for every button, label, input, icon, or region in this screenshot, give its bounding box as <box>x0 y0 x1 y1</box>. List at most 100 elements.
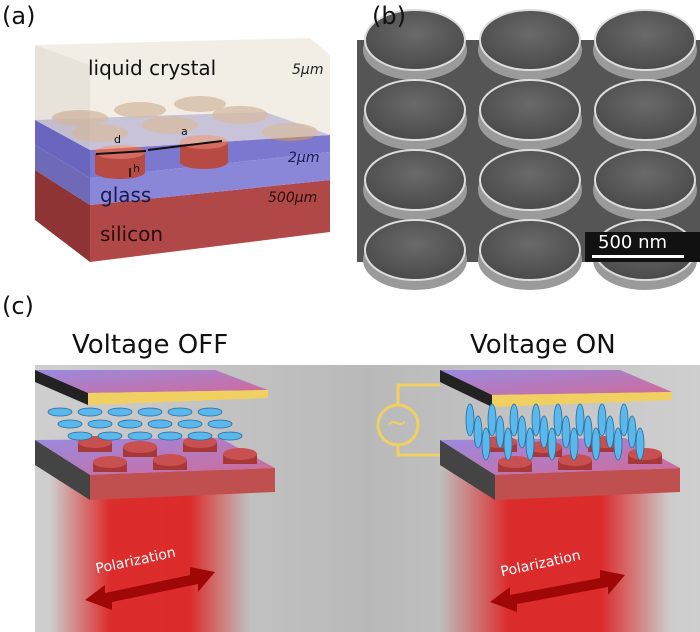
sem-pillar <box>363 79 467 150</box>
lc-molecule <box>627 415 637 449</box>
dim-a-label: a <box>181 125 188 138</box>
lc-side <box>35 45 90 150</box>
nanopillar <box>153 454 187 470</box>
lc-molecule <box>495 415 505 449</box>
sem-pillar <box>593 79 697 150</box>
panel-b-label: (b) <box>372 2 406 30</box>
lc-molecule <box>561 415 571 449</box>
sem-pillar <box>593 9 697 80</box>
nanopillar <box>223 448 257 464</box>
nanopillar <box>93 456 127 472</box>
lc-molecule <box>137 407 163 417</box>
lc-molecule <box>57 419 83 429</box>
lc-molecule <box>147 419 173 429</box>
sem-pillar <box>593 149 697 220</box>
lc-molecule <box>465 403 475 437</box>
silicon-label: silicon <box>100 222 163 246</box>
sem-pillar <box>478 9 582 80</box>
dim-d-label: d <box>114 133 121 146</box>
sem-pillar <box>363 9 467 80</box>
dim-h-label: h <box>133 162 140 175</box>
lc-top <box>35 38 330 65</box>
silicon-front <box>90 180 330 262</box>
lc-molecule <box>187 431 213 441</box>
lc-molecule <box>619 403 629 437</box>
sem-pillar <box>363 149 467 220</box>
lc-molecule <box>217 431 243 441</box>
sem-pillar <box>478 219 582 290</box>
lc-molecule <box>569 427 579 461</box>
sem-pillar <box>363 219 467 290</box>
lc-molecule <box>575 403 585 437</box>
lc-molecule <box>531 403 541 437</box>
dim-a-arrow <box>147 140 223 151</box>
lc-molecule <box>591 427 601 461</box>
lc-thickness: 5μm <box>292 62 324 78</box>
lc-molecule <box>177 419 203 429</box>
panel-c-label: (c) <box>2 292 34 320</box>
lc-molecule <box>127 431 153 441</box>
lc-molecule <box>481 427 491 461</box>
lc-molecule <box>107 407 133 417</box>
lc-molecule <box>613 427 623 461</box>
lc-molecule <box>67 431 93 441</box>
lc-molecule <box>509 403 519 437</box>
wire <box>396 383 440 457</box>
lc-label: liquid crystal <box>88 56 217 80</box>
lc-molecule <box>597 403 607 437</box>
thin-layer-side <box>35 120 90 178</box>
top-plate-on <box>440 370 672 395</box>
glass-label: glass <box>100 183 152 207</box>
lc-molecules-off <box>47 407 257 472</box>
lc-molecule <box>207 419 233 429</box>
glass-side <box>35 145 90 205</box>
lc-molecule <box>87 419 113 429</box>
lc-molecule <box>503 427 513 461</box>
lc-molecule <box>583 415 593 449</box>
lc-molecule <box>197 407 223 417</box>
nanopillar <box>628 448 662 464</box>
lc-molecule <box>117 419 143 429</box>
sem-pillar <box>478 79 582 150</box>
lc-molecule <box>525 427 535 461</box>
scale-bar-label: 500 nm <box>598 232 668 253</box>
panel-a-label: (a) <box>2 2 36 30</box>
lc-molecule <box>97 431 123 441</box>
dim-d-arrow <box>95 150 147 155</box>
nanopillar <box>123 441 157 457</box>
lc-molecule <box>47 407 73 417</box>
lc-molecule <box>553 403 563 437</box>
silicon-side <box>35 170 90 262</box>
lc-molecule <box>77 407 103 417</box>
scale-bar <box>592 255 684 258</box>
lc-molecule <box>473 415 483 449</box>
lc-molecule <box>517 415 527 449</box>
lc-molecule <box>539 415 549 449</box>
lc-molecule <box>605 415 615 449</box>
ac-symbol: ~ <box>386 408 408 438</box>
lc-molecule <box>167 407 193 417</box>
lc-molecule <box>635 427 645 461</box>
glass-layer-thickness: 2μm <box>288 150 320 166</box>
sem-pillar <box>478 149 582 220</box>
panel-a-stack <box>35 38 330 262</box>
polarization-arrow-off <box>85 567 215 610</box>
title-voltage-off: Voltage OFF <box>72 330 229 360</box>
title-voltage-on: Voltage ON <box>470 330 616 360</box>
lc-molecule <box>157 431 183 441</box>
sem-pillars <box>363 9 697 290</box>
silicon-thickness: 500μm <box>268 190 318 206</box>
nanopillar <box>498 456 532 472</box>
lc-molecule <box>487 403 497 437</box>
top-plate-off <box>35 370 268 393</box>
glass-front <box>90 152 330 205</box>
panel-c-scene <box>35 365 700 632</box>
lc-front <box>90 55 330 150</box>
lc-molecules-on <box>465 403 662 472</box>
sem-image <box>357 9 700 290</box>
ac-source <box>376 403 420 447</box>
lc-molecule <box>547 427 557 461</box>
polarization-arrow-on <box>490 570 625 612</box>
